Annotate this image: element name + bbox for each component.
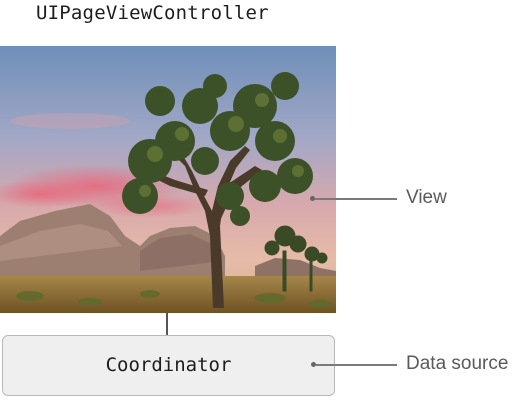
coordinator-label: Coordinator [105, 354, 232, 376]
diagram-title: UIPageViewController [36, 2, 269, 24]
joshua-tree-photo [0, 46, 336, 313]
view-callout-line [315, 198, 397, 200]
data-source-callout-line [316, 364, 397, 366]
coordinator-box: Coordinator [2, 335, 335, 396]
data-source-callout-dot [311, 362, 316, 367]
view-callout-dot [310, 196, 315, 201]
connector-line [166, 313, 168, 335]
data-source-label: Data source [406, 353, 509, 374]
view-label: View [406, 187, 447, 208]
